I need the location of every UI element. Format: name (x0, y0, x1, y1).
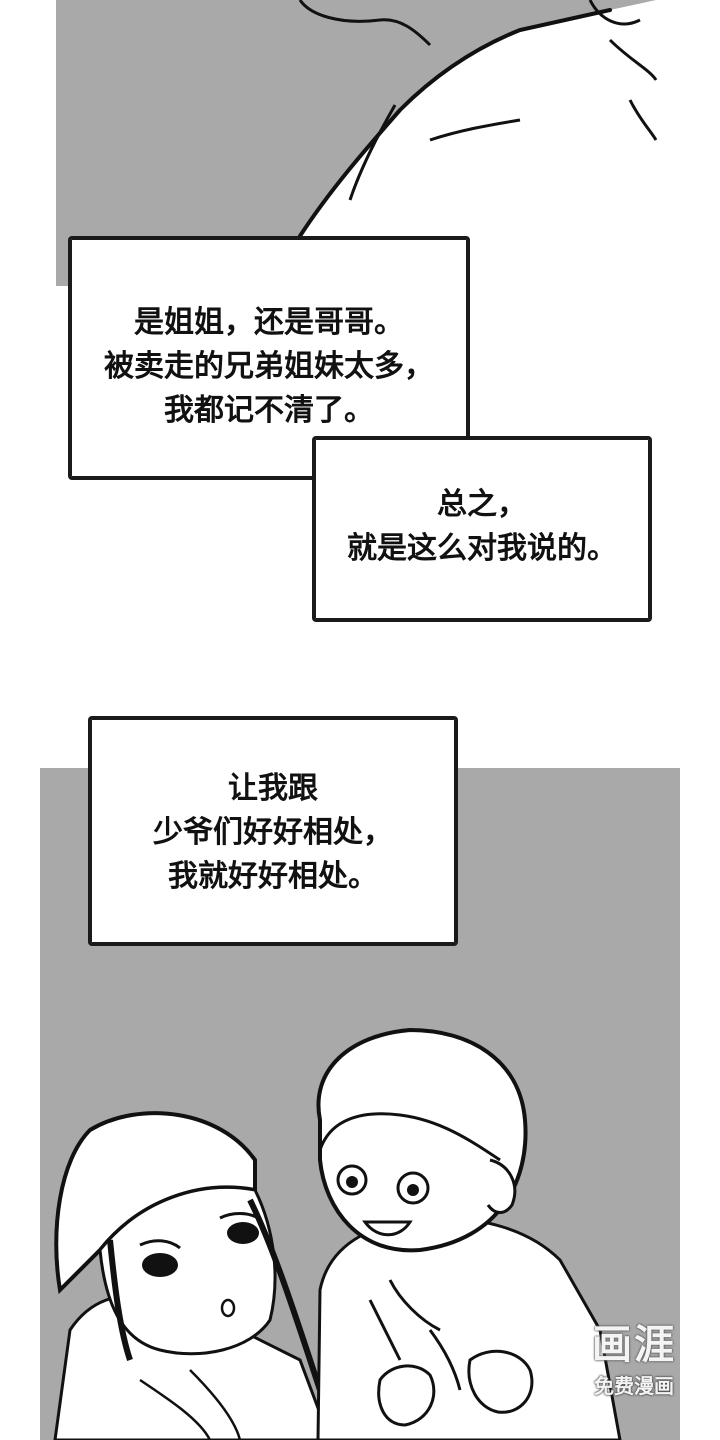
caption-1-line-1: 是姐姐，还是哥哥。 (134, 305, 404, 340)
watermark: 画涯 免费漫画 (578, 1312, 690, 1408)
caption-1-line-3: 我都记不清了。 (164, 393, 374, 428)
panel-2-figures (53, 1027, 622, 1440)
caption-2-line-2: 就是这么对我说的。 (347, 531, 617, 566)
caption-1-line-2: 被卖走的兄弟姐妹太多， (104, 349, 434, 384)
watermark-subtitle: 免费漫画 (594, 1374, 674, 1398)
watermark-logo: 画涯 (592, 1322, 676, 1368)
caption-3-text: 让我跟 少爷们好好相处， 我就好好相处。 (91, 767, 455, 899)
caption-3-line-2: 少爷们好好相处， (153, 815, 393, 850)
caption-3-line-3: 我就好好相处。 (168, 859, 378, 894)
caption-box-3: 让我跟 少爷们好好相处， 我就好好相处。 (88, 716, 458, 946)
caption-box-2: 总之， 就是这么对我说的。 (312, 436, 652, 622)
caption-3-line-1: 让我跟 (228, 771, 318, 806)
caption-2-text: 总之， 就是这么对我说的。 (315, 483, 649, 571)
panel-1-figure (298, 0, 658, 286)
caption-2-line-1: 总之， (437, 487, 527, 522)
caption-1-text: 是姐姐，还是哥哥。 被卖走的兄弟姐妹太多， 我都记不清了。 (71, 301, 467, 433)
